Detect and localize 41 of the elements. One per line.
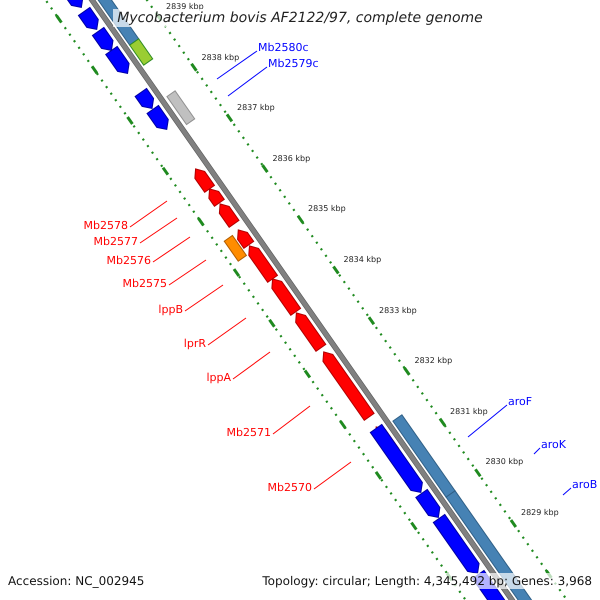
leader-line (208, 318, 246, 346)
gene-label: Mb2578 (84, 219, 128, 233)
leader-line (534, 448, 540, 454)
gene-label: Mb2576 (106, 254, 151, 268)
leader-line (232, 352, 270, 380)
scale-label: 2835 kbp (308, 204, 346, 214)
gene-label: aroF (508, 395, 532, 409)
gene-label: lppB (158, 303, 183, 317)
scale-label: 2834 kbp (344, 255, 382, 265)
scale-label: 2832 kbp (414, 356, 452, 366)
gene-label: Mb2577 (94, 235, 138, 249)
scale-label: 2829 kbp (521, 508, 559, 518)
gene-label: Mb2571 (226, 426, 271, 440)
scale-label: 2836 kbp (272, 154, 310, 164)
leader-line (130, 200, 168, 228)
leader-line (152, 236, 190, 262)
gene-label: aroK (541, 438, 566, 452)
scale-label: 2838 kbp (202, 52, 240, 63)
scale-label: 2839 kbp (166, 2, 204, 11)
leader-line (272, 406, 310, 434)
scale-label: 2837 kbp (237, 103, 275, 114)
gene-label: Mb2579c (268, 57, 319, 71)
gene-label: Mb2575 (122, 277, 167, 291)
genome-summary-text: Topology: circular; Length: 4,345,492 bp; Genes: 3,968 (262, 573, 592, 589)
scale-label: 2833 kbp (379, 306, 417, 316)
accession-text: Accession: NC_002945 (8, 573, 144, 589)
leader-line (216, 50, 258, 80)
leader-line (314, 462, 352, 490)
gene-label: Mb2580c (258, 41, 309, 55)
leader-line (562, 488, 572, 496)
gene-label: Mb2570 (268, 481, 312, 495)
gene-label: aroB (572, 478, 598, 492)
leader-line (168, 260, 206, 286)
leader-line (228, 66, 268, 96)
scale-label: 2830 kbp (486, 457, 524, 468)
leader-line (184, 284, 224, 312)
scale-label: 2831 kbp (450, 406, 488, 417)
gene-label: lprR (184, 337, 206, 351)
gene-label: lppA (206, 371, 231, 385)
leader-line (468, 404, 508, 438)
leader-line (140, 218, 178, 244)
